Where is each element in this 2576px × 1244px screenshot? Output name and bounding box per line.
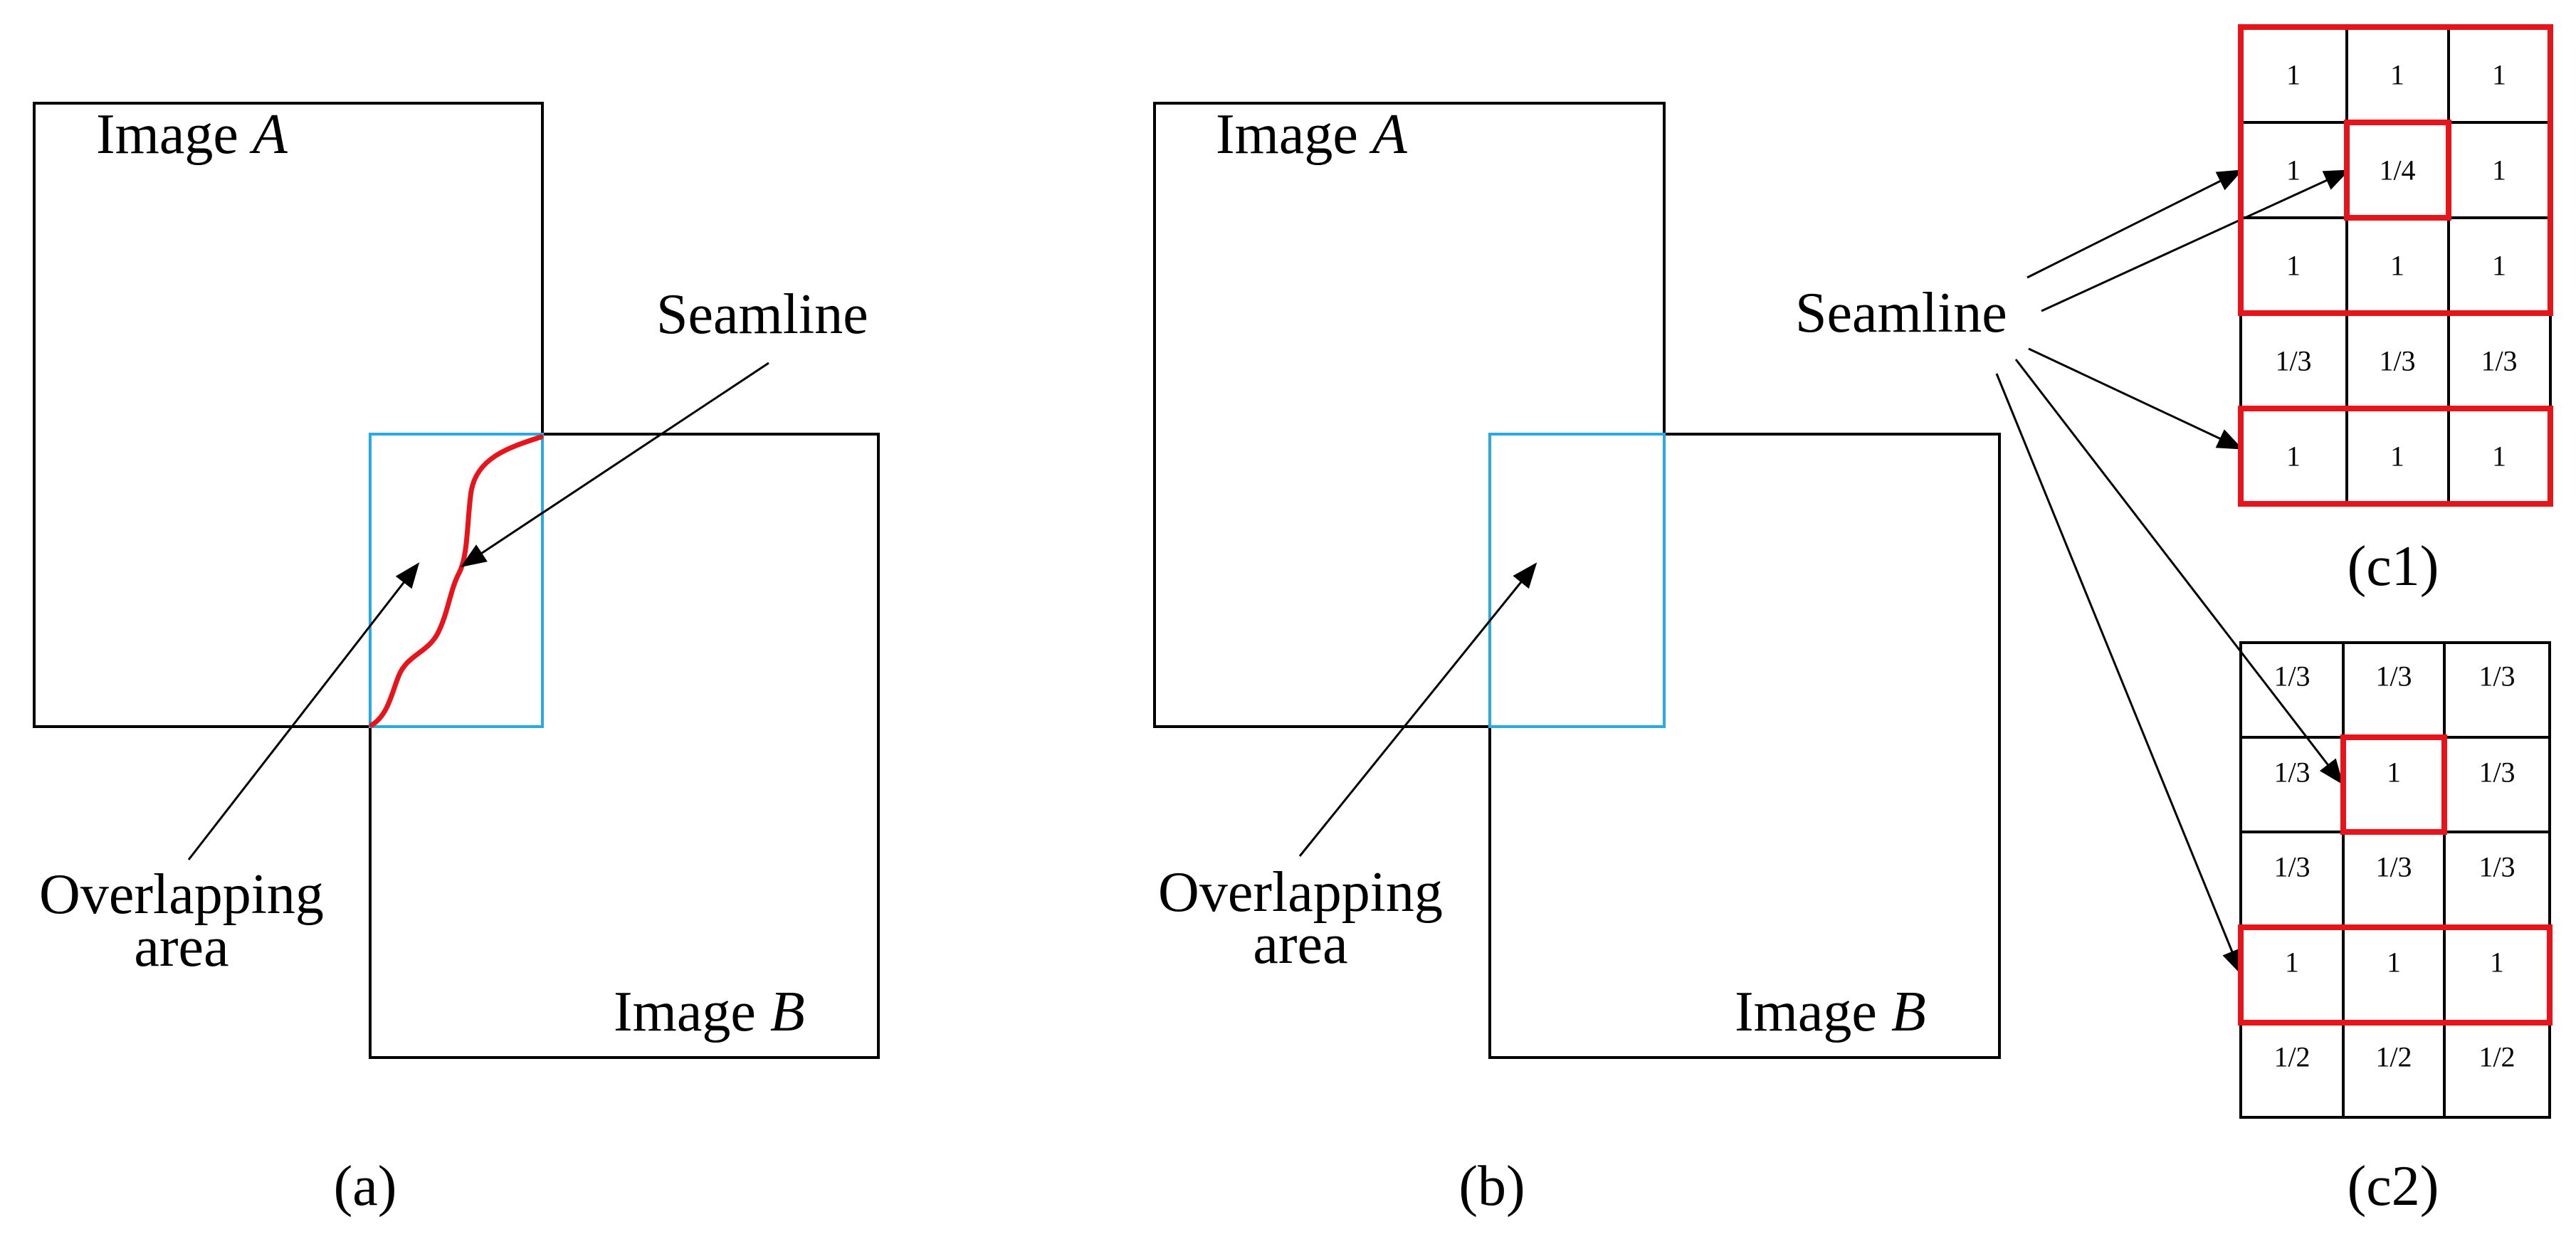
image-a-rect: [1153, 102, 1666, 728]
overlap-label-line1: Overlapping: [39, 863, 324, 926]
grid-cell: 1: [2490, 947, 2504, 979]
c2-highlight-row4: [2238, 924, 2553, 1026]
grid-cell: 1: [2286, 441, 2301, 473]
grid-cell: 1/2: [2375, 1041, 2412, 1073]
grid-cell: 1/2: [2478, 1041, 2515, 1073]
grid-cell: 1/3: [2273, 851, 2310, 883]
panel-b: Image A Image B Overlapping area (b): [1153, 102, 2001, 1218]
overlap-label-line1: Overlapping: [1158, 861, 1443, 924]
c1-row: 1/3 1/3 1/3: [2275, 345, 2517, 377]
c2-row: 1/3 1/3 1/3: [2273, 660, 2515, 692]
grid-cell: 1: [2492, 441, 2506, 473]
c1-row: 1 1 1: [2286, 441, 2506, 473]
arrow-to-c2-row4: [1995, 373, 2242, 976]
grid-cell: 1/3: [2375, 660, 2412, 692]
grid-cell: 1/3: [2478, 757, 2515, 789]
grid-cell: 1/4: [2379, 154, 2415, 186]
caption-c1: (c1): [2348, 535, 2439, 598]
grid-cell: 1/3: [2478, 851, 2515, 883]
c1-row: 1 1/4 1: [2286, 154, 2506, 186]
grid-cell: 1/3: [2273, 660, 2310, 692]
grid-c1: 1 1 1 1 1/4 1 1 1 1 1/3 1/3 1/3 1 1 1 (c…: [2238, 24, 2553, 598]
panel-a: Image A Image B Seamline Overlapping are…: [33, 102, 880, 1218]
overlap-label-line2: area: [1253, 913, 1347, 976]
grid-cell: 1/3: [2379, 345, 2415, 377]
grid-cell: 1: [2286, 59, 2301, 91]
grid-cell: 1: [2286, 250, 2301, 282]
grid-cell: 1: [2387, 947, 2401, 979]
seamline-label: Seamline: [656, 283, 868, 346]
c2-highlight-center-cell: [2340, 734, 2447, 835]
caption-c2: (c2): [2348, 1155, 2439, 1218]
grid-cell: 1: [2390, 59, 2404, 91]
grid-cell: 1: [2390, 250, 2404, 282]
image-a-label: Image A: [1216, 103, 1408, 166]
overlap-box: [1488, 433, 1666, 728]
overlap-box: [369, 433, 544, 728]
arrow-to-c2-center: [2014, 359, 2344, 785]
caption-b: (b): [1458, 1155, 1525, 1218]
grid-c2: 1/3 1/3 1/3 1/3 1 1/3 1/3 1/3 1/3 1 1 1 …: [2238, 641, 2553, 1218]
c1-row: 1 1 1: [2286, 59, 2506, 91]
grid-cell: 1/2: [2273, 1041, 2310, 1073]
grid-cell: 1: [2492, 154, 2506, 186]
grid-cell: 1/3: [2478, 660, 2515, 692]
grid-cell: 1: [2285, 947, 2299, 979]
grid-cell: 1/3: [2275, 345, 2311, 377]
arrow-to-c1-row5: [2028, 347, 2244, 450]
grid-cell: 1: [2492, 250, 2506, 282]
c2-row: 1/3 1 1/3: [2273, 757, 2515, 789]
image-a-rect: [33, 102, 544, 728]
seamline-label: Seamline: [1795, 282, 2007, 344]
image-b-label: Image B: [614, 981, 805, 1043]
seamline-curve: [369, 434, 544, 728]
arrow-to-c1-row2-left: [2026, 169, 2244, 279]
c2-row: 1/2 1/2 1/2: [2273, 1041, 2515, 1073]
grid-cell: 1: [2390, 441, 2404, 473]
c2-row: 1 1 1: [2285, 947, 2504, 979]
overlap-arrow: [1298, 562, 1537, 857]
grid-cell: 1/3: [2481, 345, 2517, 377]
image-b-label: Image B: [1735, 981, 1926, 1043]
c1-highlight-top-block: [2238, 24, 2553, 316]
c2-row: 1/3 1/3 1/3: [2273, 851, 2515, 883]
grid-cell: 1/3: [2375, 851, 2412, 883]
image-b-rect: [1488, 433, 2001, 1059]
seamline-arrow: [460, 362, 769, 567]
overlap-label-line2: area: [134, 916, 228, 979]
c1-row: 1 1 1: [2286, 250, 2506, 282]
grid-cell: 1: [2387, 757, 2401, 789]
grid-cell: 1: [2492, 59, 2506, 91]
image-b-rect: [369, 433, 880, 1059]
seamline-callout: Seamline: [1795, 169, 2350, 976]
caption-a: (a): [334, 1155, 397, 1218]
overlap-arrow: [187, 562, 420, 860]
c1-highlight-center-cell: [2344, 120, 2451, 221]
grid-cell: 1/3: [2273, 757, 2310, 789]
c1-highlight-bottom-row: [2238, 406, 2553, 507]
grid-cell: 1: [2286, 154, 2301, 186]
arrow-to-c1-center: [2041, 169, 2350, 312]
image-a-label: Image A: [96, 103, 288, 166]
